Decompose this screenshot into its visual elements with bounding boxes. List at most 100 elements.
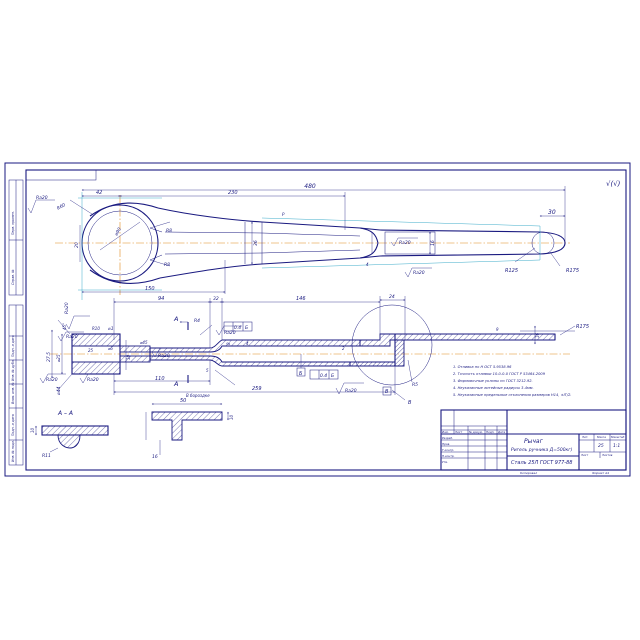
part-name: Рычаг bbox=[524, 438, 544, 445]
roughness-general: √(√) bbox=[606, 180, 621, 188]
dim-30: 30 bbox=[548, 209, 556, 216]
dim-r5: R5 bbox=[412, 382, 418, 388]
plan-view bbox=[55, 186, 570, 300]
label-cut-a-bottom: А bbox=[173, 380, 178, 388]
section-view-labels: 94 32 146 24 110 259 ⌀44 27.5 ⌀25 45° R4… bbox=[39, 294, 589, 406]
dim-4: 4 bbox=[366, 262, 369, 267]
side-stamps: Инв. № подл. Подп. и дата Взам. инв. № И… bbox=[11, 211, 15, 462]
roughness-section-2: Ra20 bbox=[39, 373, 66, 384]
title-block: Изм. Лист № докум. Подп. Дата Разраб. Пр… bbox=[440, 409, 627, 475]
side-stamp-5: Подп. и дата bbox=[11, 335, 15, 357]
side-stamp-2: Подп. и дата bbox=[11, 414, 15, 436]
dim-5-section: 5 bbox=[206, 368, 209, 373]
roughness-section-1: Ra20 bbox=[64, 302, 90, 330]
dim-230: 230 bbox=[228, 190, 238, 196]
section-aa-dim: 10 bbox=[30, 427, 35, 433]
dim-44: ⌀44 bbox=[56, 386, 62, 395]
title-head-doc: № докум. bbox=[468, 430, 483, 434]
dim-r125: R125 bbox=[505, 268, 518, 274]
section-view bbox=[50, 296, 576, 401]
detail-b-side: 16 bbox=[152, 454, 158, 460]
roughness-section-4: Ra20 bbox=[57, 331, 84, 342]
head-sheets: Листов bbox=[601, 453, 613, 457]
roughness-plan-slot-bottom: Ra20 bbox=[404, 267, 432, 278]
dim-r60: R60 bbox=[56, 202, 67, 212]
side-stamp-7: Перв. примен. bbox=[11, 211, 15, 235]
dim-10-section: 10 bbox=[126, 354, 131, 360]
label-detail-v: В bbox=[408, 400, 412, 406]
svg-text:Ra20: Ra20 bbox=[224, 330, 236, 336]
title-row-prov: Пров. bbox=[442, 442, 450, 446]
dim-27: 27.5 bbox=[46, 352, 52, 362]
dim-25: ⌀25 bbox=[56, 354, 61, 362]
section-aa-title: А – А bbox=[57, 410, 73, 417]
dim-259: 259 bbox=[252, 386, 262, 392]
svg-text:Ra20: Ra20 bbox=[87, 377, 99, 383]
detail-b-top: 50 bbox=[180, 398, 186, 404]
detail-b-small: 10 bbox=[229, 414, 234, 420]
head-scale: Масштаб bbox=[611, 435, 625, 439]
roughness-section-6: Ra20 bbox=[215, 325, 242, 336]
title-head-list: Лист bbox=[454, 430, 462, 434]
dim-head-dia: ⌀90 bbox=[114, 227, 123, 237]
head-lit: Лит. bbox=[581, 435, 589, 439]
roughness-section-3: Ra20 bbox=[79, 373, 106, 384]
dim-16-section: 16 bbox=[535, 332, 540, 338]
dim-overall-length: 480 bbox=[304, 183, 316, 190]
title-row-utv: Утв. bbox=[442, 460, 448, 464]
svg-text:Ra20: Ra20 bbox=[46, 377, 58, 383]
label-datum-b: Б bbox=[299, 371, 303, 377]
dim-r10-section: R10 bbox=[92, 326, 100, 331]
svg-text:Ra20: Ra20 bbox=[158, 353, 170, 359]
dim-94: 94 bbox=[158, 296, 164, 302]
part-name-2: Ригель ручника Д=500кг) bbox=[511, 447, 573, 453]
dim-8-section: 8 bbox=[226, 342, 231, 345]
dim-16: 16 bbox=[430, 240, 436, 246]
note-4: 4. Неуказанные литейные радиусы 3-4мм. bbox=[453, 386, 534, 390]
plan-view-labels: 480 42 230 30 150 ⌀90 R8 R8 R125 R175 R6… bbox=[27, 183, 579, 292]
note-2: 2. Точность отливки 10-0-0-0 ГОСТ Р 5346… bbox=[453, 372, 546, 376]
tol-2-datum: Б bbox=[331, 373, 334, 379]
detail-b: 50 16 10 bbox=[145, 398, 234, 460]
side-stamp-4: Инв. № дубл. bbox=[11, 359, 15, 381]
svg-text:Ra20: Ra20 bbox=[399, 240, 411, 246]
note-3: 3. Формовочные уклоны по ГОСТ 3212-92. bbox=[453, 379, 533, 383]
dim-24: 24 bbox=[389, 294, 395, 300]
svg-text:Ra20: Ra20 bbox=[66, 334, 78, 340]
dim-r175-section: R175 bbox=[576, 324, 589, 330]
roughness-plan-top-left: Ra20 bbox=[27, 195, 55, 214]
value-scale: 1:1 bbox=[613, 443, 620, 449]
technical-requirements: 1. Отливка по Н ОСТ 5.9538-96 2. Точност… bbox=[453, 365, 572, 397]
svg-text:Ra20: Ra20 bbox=[413, 270, 425, 276]
label-datum-v: В bbox=[385, 389, 389, 395]
value-mass: 25 bbox=[598, 443, 604, 449]
dim-25-section: 25 bbox=[88, 348, 94, 353]
label-left-dim: ⌀1 bbox=[108, 326, 114, 332]
roughness-plan-slot-top: Ra20 bbox=[390, 237, 418, 247]
roughness-section-7: Ra20 bbox=[335, 382, 364, 395]
side-stamp-6: Справ. № bbox=[11, 269, 15, 285]
svg-text:Ra20: Ra20 bbox=[64, 302, 70, 314]
side-stamp-1: Инв. № подл. bbox=[11, 440, 15, 462]
side-stamp-3: Взам. инв. № bbox=[11, 382, 15, 404]
label-note-below: В бороздке bbox=[186, 393, 210, 398]
title-row-razrab: Разраб. bbox=[442, 436, 453, 440]
dim-32: 32 bbox=[213, 296, 219, 302]
section-aa-r: R11 bbox=[42, 453, 51, 459]
title-head-sign: Подп. bbox=[486, 430, 495, 434]
section-aa: А – А R11 10 bbox=[30, 410, 109, 459]
tol-1-datum: Б bbox=[245, 325, 248, 331]
dim-42: 42 bbox=[96, 190, 102, 196]
dim-4-section: 4 bbox=[246, 341, 249, 346]
label-plane: P bbox=[282, 212, 285, 217]
label-cut-a: А bbox=[173, 315, 178, 323]
dim-150: 150 bbox=[145, 286, 155, 292]
note-5: 5. Неуказанные предельные отклонения раз… bbox=[453, 393, 572, 397]
title-head-izm: Изм. bbox=[442, 430, 449, 434]
svg-text:Ra20: Ra20 bbox=[345, 388, 357, 394]
copied: Копировал bbox=[520, 471, 537, 475]
dim-110: 110 bbox=[155, 376, 165, 382]
dim-angle: 45° bbox=[62, 323, 67, 330]
dim-45-section: ⌀45 bbox=[140, 340, 148, 345]
